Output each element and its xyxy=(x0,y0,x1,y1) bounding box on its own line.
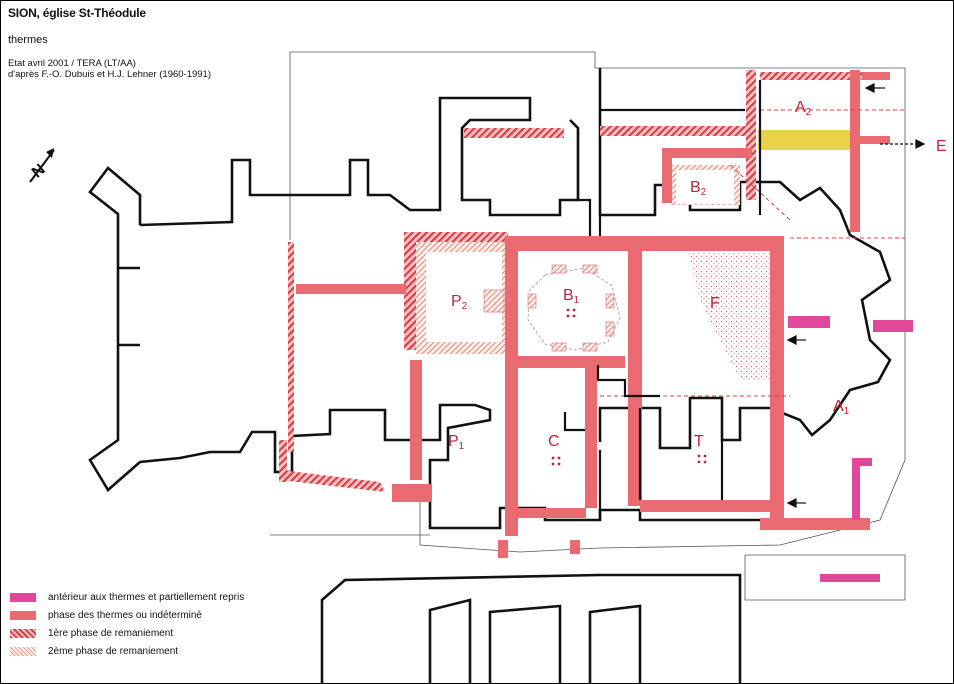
room-f-floor xyxy=(688,252,770,380)
legend-label: antérieur aux thermes et partiellement r… xyxy=(48,591,245,603)
room-label-c: C xyxy=(548,433,560,450)
legend-label: 1ère phase de remaniement xyxy=(48,627,174,639)
credit-line-2: d'après F.-O. Dubuis et H.J. Lehner (196… xyxy=(8,69,212,80)
room-label-t: T xyxy=(694,433,704,450)
credit-line-1: Etat avril 2001 / TERA (LT/AA) xyxy=(8,58,136,69)
north-arrow-icon: N xyxy=(29,148,55,183)
pilae-markers xyxy=(551,308,707,466)
room-labels: A2 B2 P2 B1 F A1 P1 C T E xyxy=(448,99,947,452)
room-label-p2: P2 xyxy=(451,293,468,312)
thermes-walls xyxy=(296,70,913,558)
modern-building-outline xyxy=(320,573,742,684)
room-label-p1: P1 xyxy=(448,433,465,452)
legend-swatch-phase1 xyxy=(10,628,36,638)
legend-label: 2ème phase de remaniement xyxy=(48,645,179,657)
anterior-walls xyxy=(788,316,913,582)
plan-title: SION, église St-Théodule xyxy=(8,6,146,20)
room-label-b1: B1 xyxy=(563,287,580,306)
legend-item-thermes: phase des thermes ou indéterminé xyxy=(10,606,244,624)
room-b2-floor xyxy=(676,170,734,204)
yellow-band xyxy=(758,130,850,150)
room-label-a1: A1 xyxy=(833,398,850,417)
flow-arrows xyxy=(786,83,926,508)
room-label-b2: B2 xyxy=(690,179,707,198)
legend-item-anterior: antérieur aux thermes et partiellement r… xyxy=(10,588,244,606)
room-label-a2: A2 xyxy=(795,99,812,118)
legend-swatch-anterior xyxy=(10,592,36,602)
legend-swatch-thermes xyxy=(10,610,36,620)
room-label-f: F xyxy=(710,295,720,312)
legend-item-phase1: 1ère phase de remaniement xyxy=(10,624,244,642)
phase1-walls xyxy=(279,70,890,492)
legend-label: phase des thermes ou indéterminé xyxy=(48,609,202,621)
enclosure-lines xyxy=(270,51,906,601)
church-outline xyxy=(88,68,892,530)
basin-steps xyxy=(483,264,615,352)
legend-swatch-phase2 xyxy=(10,646,36,656)
legend: antérieur aux thermes et partiellement r… xyxy=(10,588,244,660)
interior-outlines xyxy=(563,80,762,520)
room-label-e: E xyxy=(936,138,947,155)
legend-item-phase2: 2ème phase de remaniement xyxy=(10,642,244,660)
plan-subtitle: thermes xyxy=(8,34,48,46)
